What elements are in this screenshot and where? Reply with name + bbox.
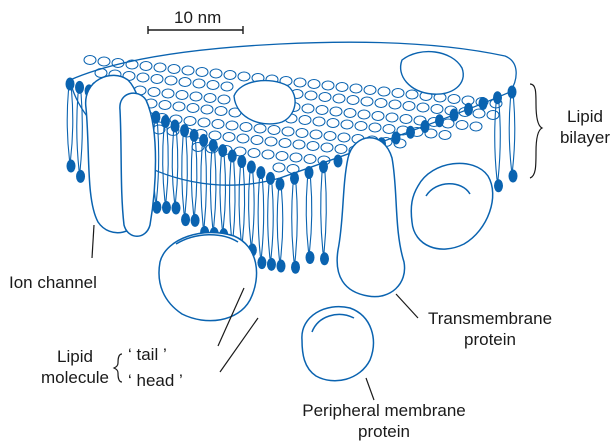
upper-head [190,129,199,142]
upper-head [276,178,285,191]
upper-head [180,124,189,137]
upper-head [450,109,459,122]
tail [261,179,263,257]
upper-head [209,139,218,152]
surface-head [487,111,499,120]
tail [77,93,79,170]
upper-head [237,155,246,168]
upper-head [421,120,430,133]
surface-head [439,131,451,140]
upper-head [199,134,208,147]
tail [277,190,279,260]
tail [321,173,323,253]
lower-head [67,160,76,173]
tail [292,184,294,261]
upper-head [479,97,488,110]
lower-head [181,213,190,226]
tail [306,179,308,252]
lower-head [257,256,266,269]
lower-head [76,170,85,183]
tail [258,179,260,257]
upper-head [247,161,256,174]
surface-head [473,109,485,118]
tail [271,184,273,258]
peripheral-label-line1: Peripheral membrane [286,400,482,421]
upper-head [334,155,343,168]
transmembrane-protein [337,138,404,297]
transmembrane-label-line1: Transmembrane [418,308,562,329]
lower-head [277,260,286,273]
tail [513,98,515,170]
tail [71,90,73,160]
tail-label: ‘ tail ’ [128,344,167,365]
ion-channel-label: Ion channel [9,272,97,293]
tail [324,173,326,253]
lipid-bilayer-label-line2: bilayer [556,127,614,148]
peripheral-protein [302,307,373,381]
upper-head [266,172,275,185]
lipid-molecule-label: Lipid molecule [32,346,118,388]
lipid-molecule-label-line2: molecule [32,367,118,388]
upper-head [75,81,84,94]
lower-left-protein [159,232,257,320]
lower-head [162,201,171,214]
peripheral-protein-label: Peripheral membrane protein [286,400,482,442]
upper-head [256,166,265,179]
upper-head [66,78,75,91]
lower-head [172,202,181,215]
tail [67,90,69,160]
lower-head [320,252,329,265]
upper-head [319,160,328,173]
lower-head [267,258,276,271]
upper-head [392,132,401,145]
upper-head [508,86,517,99]
tail [281,190,283,260]
surface-head [470,122,482,131]
right-protein [411,163,492,249]
lipid-molecule-label-line1: Lipid [32,346,118,367]
tail [268,184,270,258]
lower-head [509,170,518,183]
lower-head [306,251,315,264]
upper-head [290,172,299,185]
surface-head [84,56,96,65]
tail [295,184,297,261]
head-label: ‘ head ’ [128,370,183,391]
peripheral-label-line2: protein [286,421,482,442]
upper-head [161,115,170,128]
surface-head [456,121,468,130]
lower-head [494,179,503,192]
lipid-bilayer-label-line1: Lipid [556,106,614,127]
transmembrane-label-line2: protein [418,329,562,350]
upper-head [406,126,415,139]
upper-head [435,114,444,127]
tail [495,104,497,180]
tail [509,98,511,170]
lower-head [191,214,200,227]
upper-head [228,150,237,163]
lower-head [291,261,300,274]
lipid-bilayer-label: Lipid bilayer [556,106,614,148]
surface-head [98,57,110,66]
upper-head [171,120,180,133]
scale-bar-label: 10 nm [174,7,221,28]
transmembrane-protein-label: Transmembrane protein [418,308,562,350]
upper-head [218,144,227,157]
upper-head [305,166,314,179]
ion-channel-protein [86,75,156,236]
upper-head [464,103,473,116]
upper-head [493,91,502,104]
tail [310,179,312,252]
